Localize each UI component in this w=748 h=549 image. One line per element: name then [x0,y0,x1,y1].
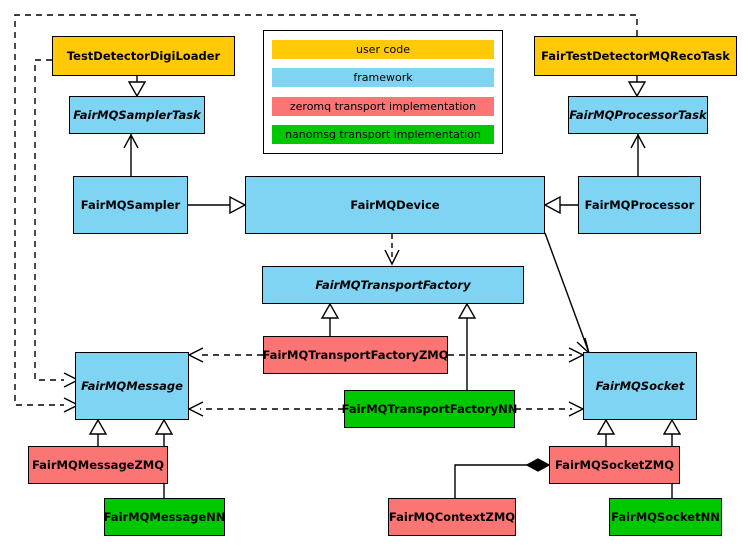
edge-device-socket [544,232,591,356]
legend-label-zeromq: zeromq transport implementation [289,99,477,113]
edge-factorynn-socket [515,401,585,417]
legend-item-nanomsg: nanomsg transport implementation [272,124,494,144]
edge-processor-device [543,195,578,215]
edge-factorynn-message [187,401,344,417]
class-node-fairmqsampler[interactable]: FairMQSampler [73,176,188,234]
edge-socketzmq-contextzmq [454,458,551,498]
edge-messagezmq-message [88,418,108,446]
edge-socketzmq-socket [596,418,616,446]
edge-factoryzmq-message [187,347,263,363]
edge-sampler-device [188,195,247,215]
edge-sampler-samplertask [123,133,139,176]
edge-digiloader-samplertask [127,76,147,98]
class-node-fairmqmessagezmq[interactable]: FairMQMessageZMQ [28,446,168,484]
edge-device-transportfactory [384,234,400,266]
legend-item-user-code: user code [272,40,494,59]
class-node-fairmqdevice[interactable]: FairMQDevice [245,176,545,234]
edge-factoryzmq-socket [448,347,585,363]
legend-label-user-code: user code [355,43,411,56]
color-legend: user code framework zeromq transport imp… [263,30,503,154]
class-node-fairmqcontextzmq[interactable]: FairMQContextZMQ [388,498,516,536]
edge-factorynn-transportfactory [457,302,477,390]
class-node-fairmqsocketnn[interactable]: FairMQSocketNN [609,498,722,536]
class-node-fairmqmessage[interactable]: FairMQMessage [75,352,189,420]
legend-label-nanomsg: nanomsg transport implementation [285,127,481,141]
legend-item-framework: framework [272,68,494,88]
class-node-fairmqmessagenn[interactable]: FairMQMessageNN [104,498,225,536]
edge-processor-processortask [630,133,646,176]
class-node-fairmqtransportfactoryzmq[interactable]: FairMQTransportFactoryZMQ [263,336,449,374]
legend-label-framework: framework [353,71,413,85]
edge-recotask-processortask [627,76,647,98]
edge-factoryzmq-transportfactory [320,302,340,336]
class-node-fairmqtransportfactorynn[interactable]: FairMQTransportFactoryNN [342,390,517,428]
class-node-fairtestdetectormqrecotask[interactable]: FairTestDetectorMQRecoTask [534,36,737,76]
legend-item-zeromq: zeromq transport implementation [272,96,494,116]
class-node-fairmqprocessor[interactable]: FairMQProcessor [578,176,701,234]
class-node-fairmqprocessortask[interactable]: FairMQProcessorTask [568,96,708,134]
class-node-fairmqsamplertask[interactable]: FairMQSamplerTask [69,96,205,134]
class-node-fairmqsocketzmq[interactable]: FairMQSocketZMQ [549,446,680,484]
class-node-fairmqtransportfactory[interactable]: FairMQTransportFactory [262,266,524,304]
class-node-testdetectordigiloader[interactable]: TestDetectorDigiLoader [52,36,235,76]
class-node-fairmqsocket[interactable]: FairMQSocket [583,352,697,420]
